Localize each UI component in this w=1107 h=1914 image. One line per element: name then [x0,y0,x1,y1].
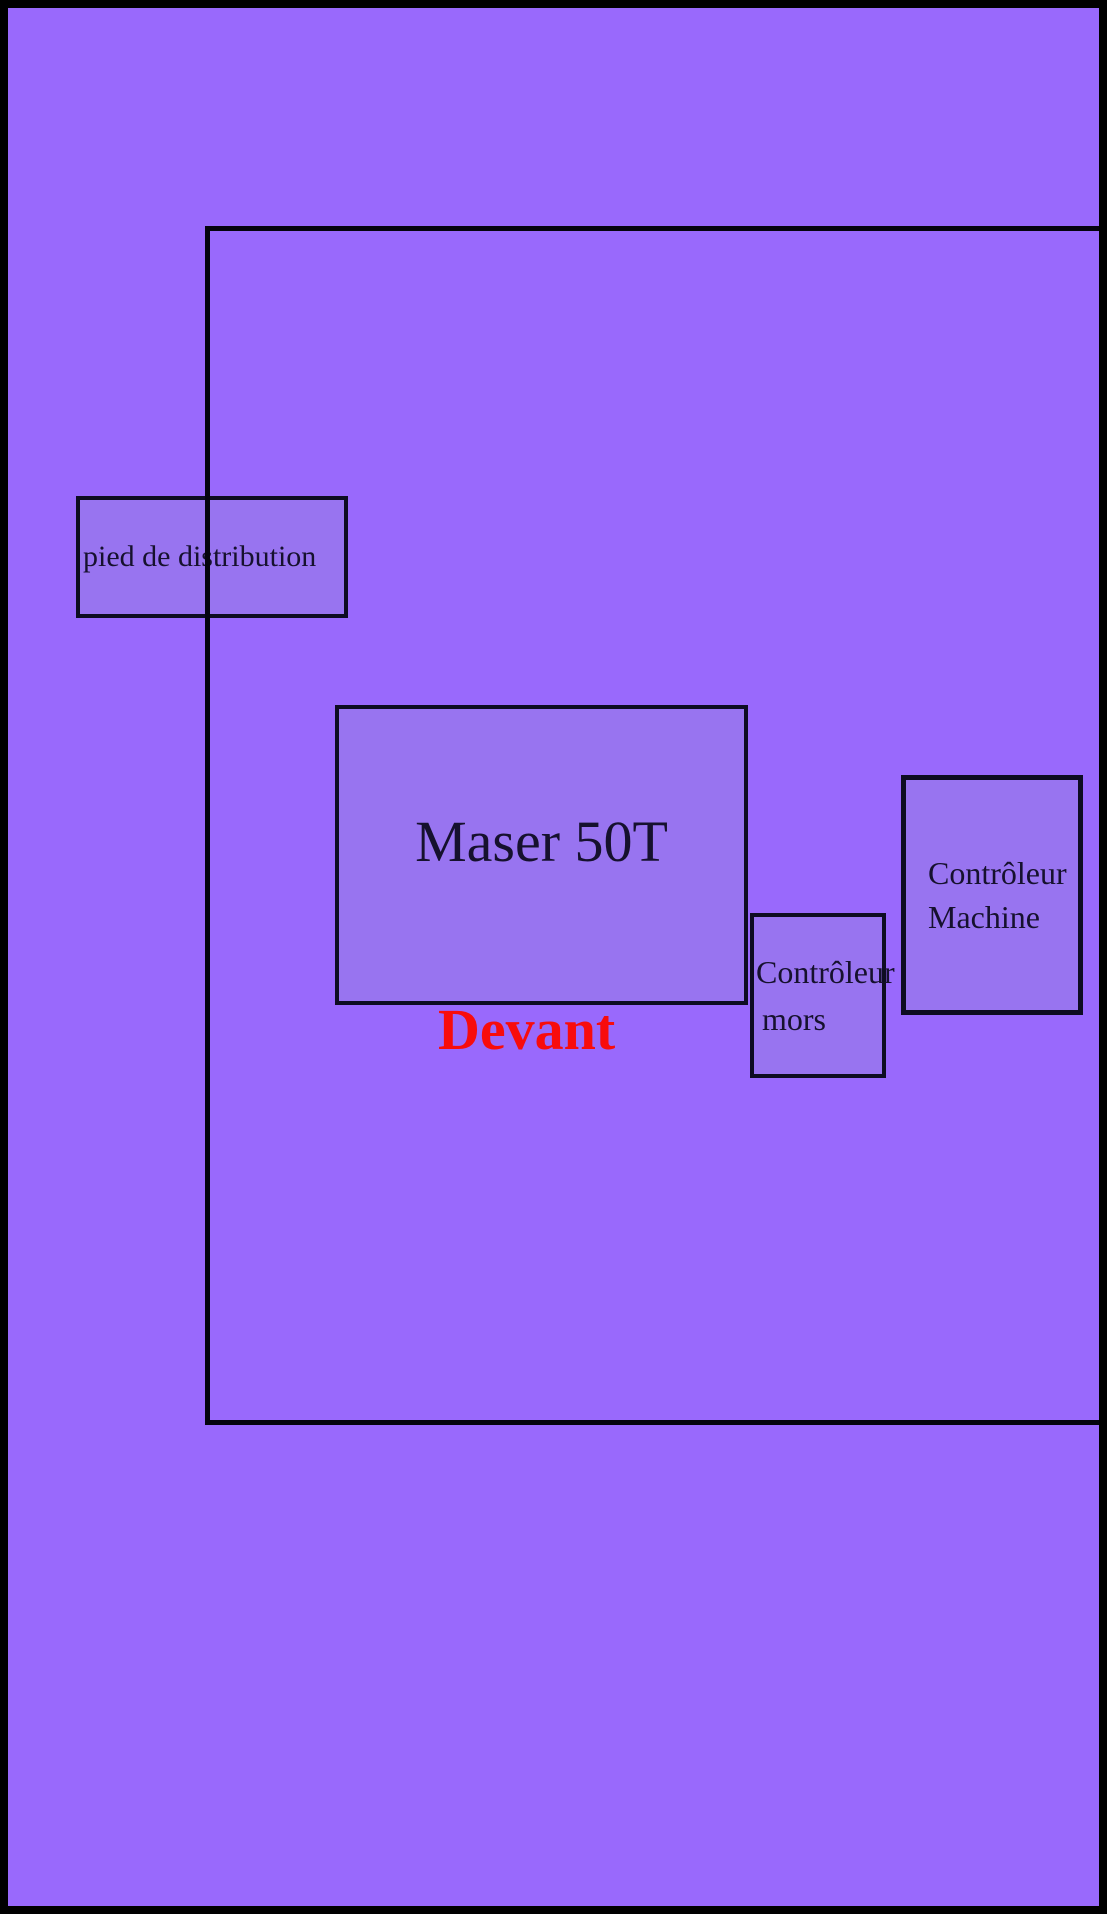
controleur-mors-label-line1: Contrôleur [756,953,895,990]
controleur-mors-box: Contrôleur mors [750,913,895,1078]
controleur-mors-label-line2: mors [762,1000,826,1037]
controleur-machine-label-line2: Machine [928,899,1040,935]
pied-de-distribution-box: pied de distribution [76,496,348,618]
maser-50t-box: Maser 50T [335,705,748,1005]
controleur-machine-label-line1: Contrôleur [928,855,1067,891]
machine-area-outline [205,226,1099,1425]
devant-label: Devant [438,997,616,1062]
controleur-machine-box: Contrôleur Machine [901,775,1083,1015]
maser-50t-label: Maser 50T [415,808,668,874]
pied-de-distribution-label: pied de distribution [83,540,317,573]
